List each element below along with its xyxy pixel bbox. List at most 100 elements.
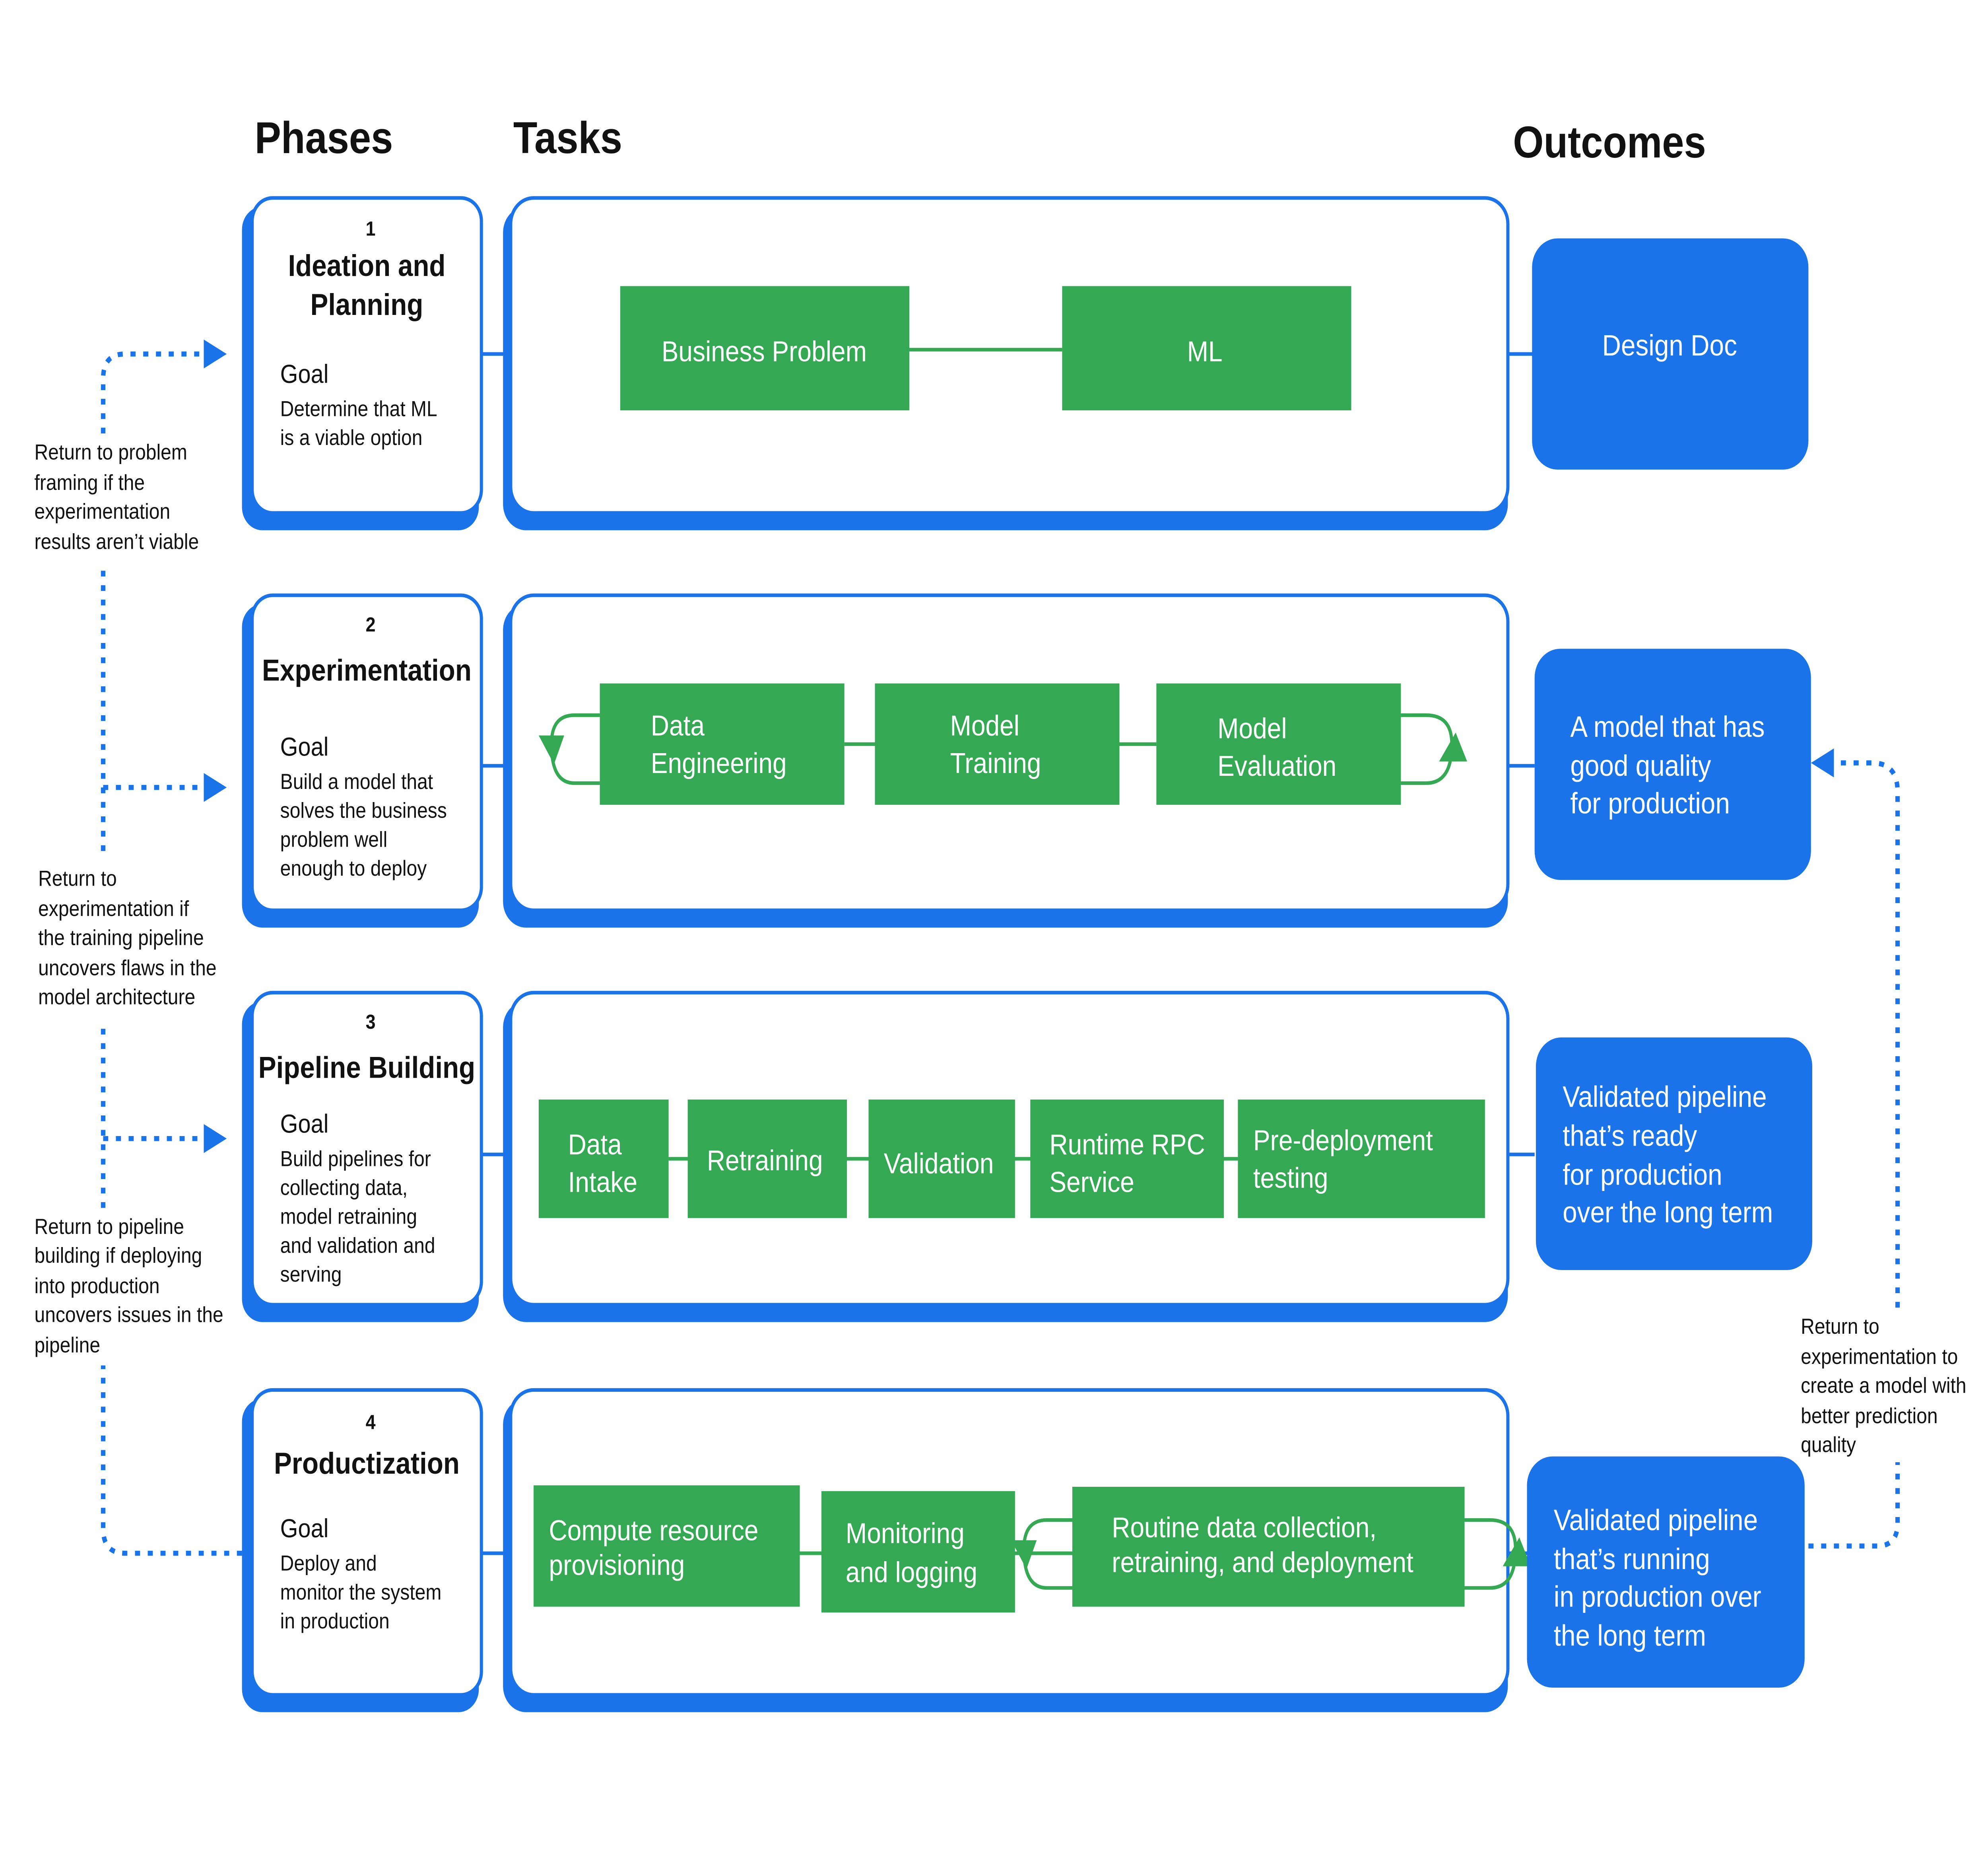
task-label: Pre-deployment bbox=[1253, 1124, 1433, 1157]
arrow-down-icon bbox=[1011, 1540, 1037, 1570]
goal-label: Goal bbox=[280, 360, 329, 389]
arrow-icon bbox=[204, 773, 227, 802]
task-box bbox=[620, 286, 909, 410]
outcome-label: A model that has bbox=[1570, 710, 1765, 743]
outcome-1: Design Doc bbox=[1532, 238, 1809, 470]
task-label: provisioning bbox=[549, 1549, 685, 1581]
goal-description: and validation and bbox=[280, 1233, 435, 1257]
feedback-note-text: Return to bbox=[38, 866, 117, 890]
goal-description: solves the business bbox=[280, 798, 447, 823]
outcome-label: in production over bbox=[1554, 1580, 1761, 1613]
goal-description: Deploy and bbox=[280, 1551, 377, 1575]
phase-number: 3 bbox=[366, 1011, 376, 1033]
outcome-label: over the long term bbox=[1563, 1195, 1773, 1229]
outcome-label: that’s ready bbox=[1563, 1119, 1697, 1152]
phase-card bbox=[250, 991, 483, 1307]
phase-title: Pipeline Building bbox=[258, 1051, 475, 1085]
task-label: Intake bbox=[568, 1166, 638, 1199]
feedback-dotted-line bbox=[1818, 757, 1900, 1308]
task-box bbox=[1062, 286, 1351, 410]
feedback-note-text: uncovers flaws in the bbox=[38, 956, 217, 980]
task-label: Monitoring bbox=[846, 1517, 965, 1550]
task-box bbox=[600, 683, 845, 805]
task-box bbox=[821, 1491, 1015, 1613]
phase-card bbox=[250, 593, 483, 912]
task-label: Data bbox=[651, 709, 705, 742]
phase-card bbox=[250, 1388, 483, 1697]
goal-description: problem well bbox=[280, 827, 388, 851]
goal-label: Goal bbox=[280, 1109, 329, 1138]
task-box bbox=[875, 683, 1120, 805]
task-label: ML bbox=[1187, 335, 1223, 368]
goal-description: Build pipelines for bbox=[280, 1146, 431, 1171]
tasks-panel bbox=[509, 196, 1510, 515]
task-label: Validation bbox=[884, 1147, 994, 1180]
task-label: and logging bbox=[846, 1556, 977, 1589]
feedback-note-text: better prediction bbox=[1801, 1403, 1938, 1428]
task-label: Routine data collection, bbox=[1112, 1511, 1376, 1544]
feedback-note-1: Return to problem framing if the experimen… bbox=[34, 440, 199, 554]
feedback-note-4: Return to experimentation to create a mode… bbox=[1801, 1314, 1966, 1457]
phase-number: 1 bbox=[366, 218, 376, 240]
task-box bbox=[1030, 1100, 1224, 1218]
task-box bbox=[868, 1100, 1015, 1218]
feedback-note-text: model architecture bbox=[38, 984, 195, 1009]
outcome-box bbox=[1536, 1037, 1812, 1270]
feedback-note-text: experimentation bbox=[34, 499, 170, 524]
arrow-icon bbox=[204, 1124, 227, 1153]
phase-title: Ideation and bbox=[288, 249, 445, 283]
goal-description: model retraining bbox=[280, 1204, 417, 1229]
feedback-note-text: experimentation if bbox=[38, 896, 189, 921]
task-label: Model bbox=[950, 709, 1019, 742]
phase-title: Productization bbox=[274, 1447, 460, 1480]
feedback-note-text: building if deploying bbox=[34, 1243, 202, 1268]
goal-label: Goal bbox=[280, 732, 329, 761]
feedback-note-text: experimentation to bbox=[1801, 1344, 1958, 1369]
task-label: Engineering bbox=[651, 747, 787, 779]
task-label: testing bbox=[1253, 1162, 1328, 1194]
tasks-header: Tasks bbox=[513, 113, 622, 163]
outcome-label: the long term bbox=[1554, 1619, 1706, 1652]
goal-description: collecting data, bbox=[280, 1175, 408, 1200]
outcome-2: A model that has good quality for producti… bbox=[1534, 649, 1811, 880]
feedback-dotted-line bbox=[101, 1365, 242, 1556]
feedback-note-text: Return to problem bbox=[34, 440, 187, 464]
feedback-note-text: create a model with bbox=[1801, 1373, 1966, 1398]
task-box bbox=[538, 1100, 669, 1218]
phase-number: 4 bbox=[366, 1411, 376, 1434]
outcome-label: that’s running bbox=[1554, 1542, 1710, 1575]
task-box bbox=[1072, 1486, 1465, 1607]
task-flow-1: Business Problem ML bbox=[620, 286, 1351, 410]
goal-description: in production bbox=[280, 1608, 390, 1633]
task-box bbox=[1238, 1100, 1485, 1218]
goal-description: serving bbox=[280, 1262, 342, 1286]
outcome-label: for production bbox=[1570, 787, 1730, 820]
outcome-label: good quality bbox=[1570, 749, 1711, 782]
outcome-box bbox=[1527, 1456, 1805, 1688]
task-box bbox=[534, 1485, 800, 1607]
outcome-label: for production bbox=[1563, 1158, 1722, 1191]
outcome-box bbox=[1534, 649, 1811, 880]
phase-title: Experimentation bbox=[262, 654, 472, 688]
phase-title: Planning bbox=[311, 288, 423, 322]
outcomes-header: Outcomes bbox=[1513, 117, 1706, 167]
task-label: Business Problem bbox=[662, 335, 867, 368]
outcome-box bbox=[1532, 238, 1809, 470]
feedback-note-text: Return to pipeline bbox=[34, 1214, 184, 1239]
feedback-note-text: Return to bbox=[1801, 1314, 1879, 1338]
task-label: Training bbox=[950, 747, 1041, 779]
task-label: Service bbox=[1049, 1166, 1134, 1199]
task-label: Model bbox=[1217, 712, 1287, 745]
task-label: Data bbox=[568, 1128, 622, 1161]
goal-description: is a viable option bbox=[280, 425, 423, 450]
goal-description: Determine that ML bbox=[280, 396, 437, 421]
feedback-note-text: framing if the bbox=[34, 470, 145, 495]
task-label: Compute resource bbox=[549, 1514, 759, 1547]
